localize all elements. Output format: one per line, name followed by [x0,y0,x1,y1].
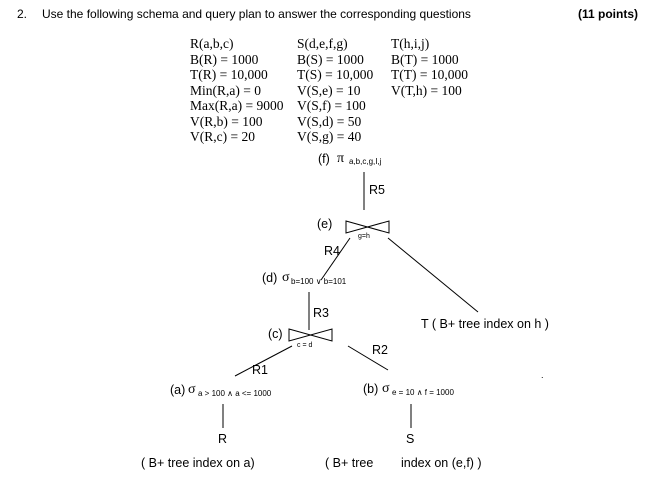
schema-line: B(R) = 1000 [190,51,259,67]
schema-line: V(R,b) = 100 [190,113,263,129]
edge-r4 [320,237,351,281]
selection-icon: σ [382,381,390,396]
question-text: Use the following schema and query plan … [42,7,471,21]
node-e-label: (e) [317,217,333,231]
join-c-icon [288,328,333,342]
node-b-label: (b) [363,382,379,396]
node-e-cond: g=h [358,233,370,240]
relation-r: R [218,432,228,446]
edge-t [387,237,479,313]
edge-label-r1: R1 [252,363,268,377]
schema-line: V(S,d) = 50 [297,113,362,129]
relation-t-note: T ( B+ tree index on h ) [421,317,549,331]
schema-line: T(h,i,j) [391,36,430,51]
node-a-label: (a) [170,383,186,397]
relation-r-note: ( B+ tree index on a) [141,456,255,470]
schema-line: B(S) = 1000 [297,51,364,67]
schema-line: Min(R,a) = 0 [190,82,261,98]
schema-line: T(T) = 10,000 [391,67,468,82]
relation-s: S [406,432,415,446]
schema-line: B(T) = 1000 [391,51,459,67]
stray-dot: . [541,370,544,380]
schema-line: V(S,e) = 10 [297,82,361,98]
node-c-cond: c = d [297,342,313,349]
edge-r2 [347,345,389,371]
node-a-sub: a > 100 ∧ a <= 1000 [198,389,272,398]
selection-icon: σ [188,382,196,397]
node-f-label: (f) [318,152,330,166]
node-d-sub: b=100 ∨ b=101 [291,277,347,286]
schema-line: T(R) = 10,000 [190,67,268,82]
node-f-sub: a,b,c,g,I,j [349,157,382,166]
schema-line: R(a,b,c) [190,36,234,51]
node-d-label: (d) [262,271,278,285]
schema-line: Max(R,a) = 9000 [190,98,284,113]
schema-relation-r: R(a,b,c) B(R) = 1000 T(R) = 10,000 Min(R… [190,36,283,145]
schema-relation-t: T(h,i,j) B(T) = 1000 T(T) = 10,000 V(T,h… [391,36,468,98]
edge-label-r4: R4 [324,244,340,258]
edge-label-r2: R2 [372,343,388,357]
edge-label-r5: R5 [369,183,385,197]
question-points: (11 points) [578,7,639,21]
schema-line: S(d,e,f,g) [297,36,348,51]
node-c-label: (c) [268,327,283,341]
join-e-icon [345,220,390,234]
edge-r1 [234,345,293,377]
relation-s-note-2: index on (e,f) ) [401,456,482,470]
schema-relation-s: S(d,e,f,g) B(S) = 1000 T(S) = 10,000 V(S… [297,36,373,145]
node-b-sub: e = 10 ∧ f = 1000 [392,388,454,397]
edge-label-r3: R3 [313,306,329,320]
schema-line: V(T,h) = 100 [391,82,462,98]
schema-line: V(R,c) = 20 [190,129,255,144]
projection-icon: π [337,151,345,166]
schema-line: V(S,g) = 40 [297,129,362,144]
selection-icon: σ [282,270,290,285]
question-number: 2. [17,7,28,21]
schema-line: T(S) = 10,000 [297,67,374,82]
schema-line: V(S,f) = 100 [297,98,366,113]
relation-s-note-1: ( B+ tree [325,456,374,470]
